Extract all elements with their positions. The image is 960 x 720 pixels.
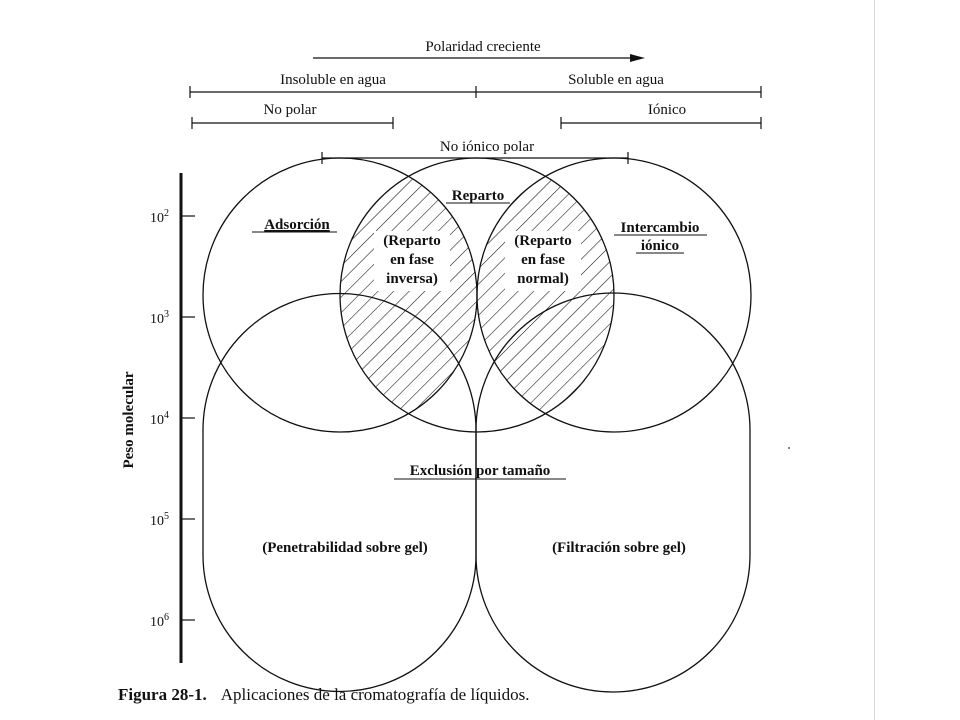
- hatched-regions: [340, 158, 614, 432]
- reverse-phase-label-3: inversa): [386, 271, 438, 287]
- insoluble-label: Insoluble en agua: [280, 72, 386, 88]
- normal-phase-label-1: (Reparto: [514, 233, 571, 249]
- normal-phase-label-2: en fase: [521, 252, 565, 268]
- polarity-arrow: [313, 54, 645, 62]
- label-backing: [505, 231, 581, 291]
- molecular-weight-axis: [179, 173, 195, 663]
- ion-exchange-label-2: iónico: [641, 238, 679, 254]
- ion-exchange-circle: [476, 157, 752, 433]
- scan-speck: [788, 447, 790, 449]
- soluble-label: Soluble en agua: [568, 72, 664, 88]
- tick-label: 104: [150, 410, 169, 428]
- partition-circle: [339, 157, 615, 433]
- ion-exchange-label-1: Intercambio: [621, 220, 700, 236]
- nonionic-polar-label: No iónico polar: [440, 139, 534, 155]
- reverse-phase-label-2: en fase: [390, 252, 434, 268]
- tick-label: 103: [150, 309, 169, 327]
- gel-filtration-shape: [475, 292, 751, 693]
- ionic-range: [560, 117, 762, 129]
- nonpolar-range: [191, 117, 394, 129]
- reverse-phase-label-1: (Reparto: [383, 233, 440, 249]
- gel-permeation-label: (Penetrabilidad sobre gel): [262, 540, 428, 556]
- gel-filtration-label: (Filtración sobre gel): [552, 540, 686, 556]
- size-exclusion-label: Exclusión por tamaño: [410, 463, 551, 479]
- tick-label: 106: [150, 612, 169, 630]
- tick-label: 105: [150, 511, 169, 529]
- partition-label: Reparto: [452, 188, 505, 204]
- scanned-page: [90, 0, 874, 720]
- normal-phase-label-3: normal): [517, 271, 569, 287]
- label-backing: [374, 231, 450, 291]
- tick-label: 102: [150, 208, 169, 226]
- water-solubility-range: [189, 86, 762, 98]
- nonpolar-label: No polar: [264, 102, 317, 118]
- ionic-label: Iónico: [648, 102, 686, 118]
- figure-caption: Figura 28-1.Aplicaciones de la cromatogr…: [118, 685, 530, 704]
- polarity-label: Polaridad creciente: [425, 39, 541, 55]
- axis-label: Peso molecular: [121, 371, 137, 468]
- adsorption-label: Adsorción: [264, 217, 330, 233]
